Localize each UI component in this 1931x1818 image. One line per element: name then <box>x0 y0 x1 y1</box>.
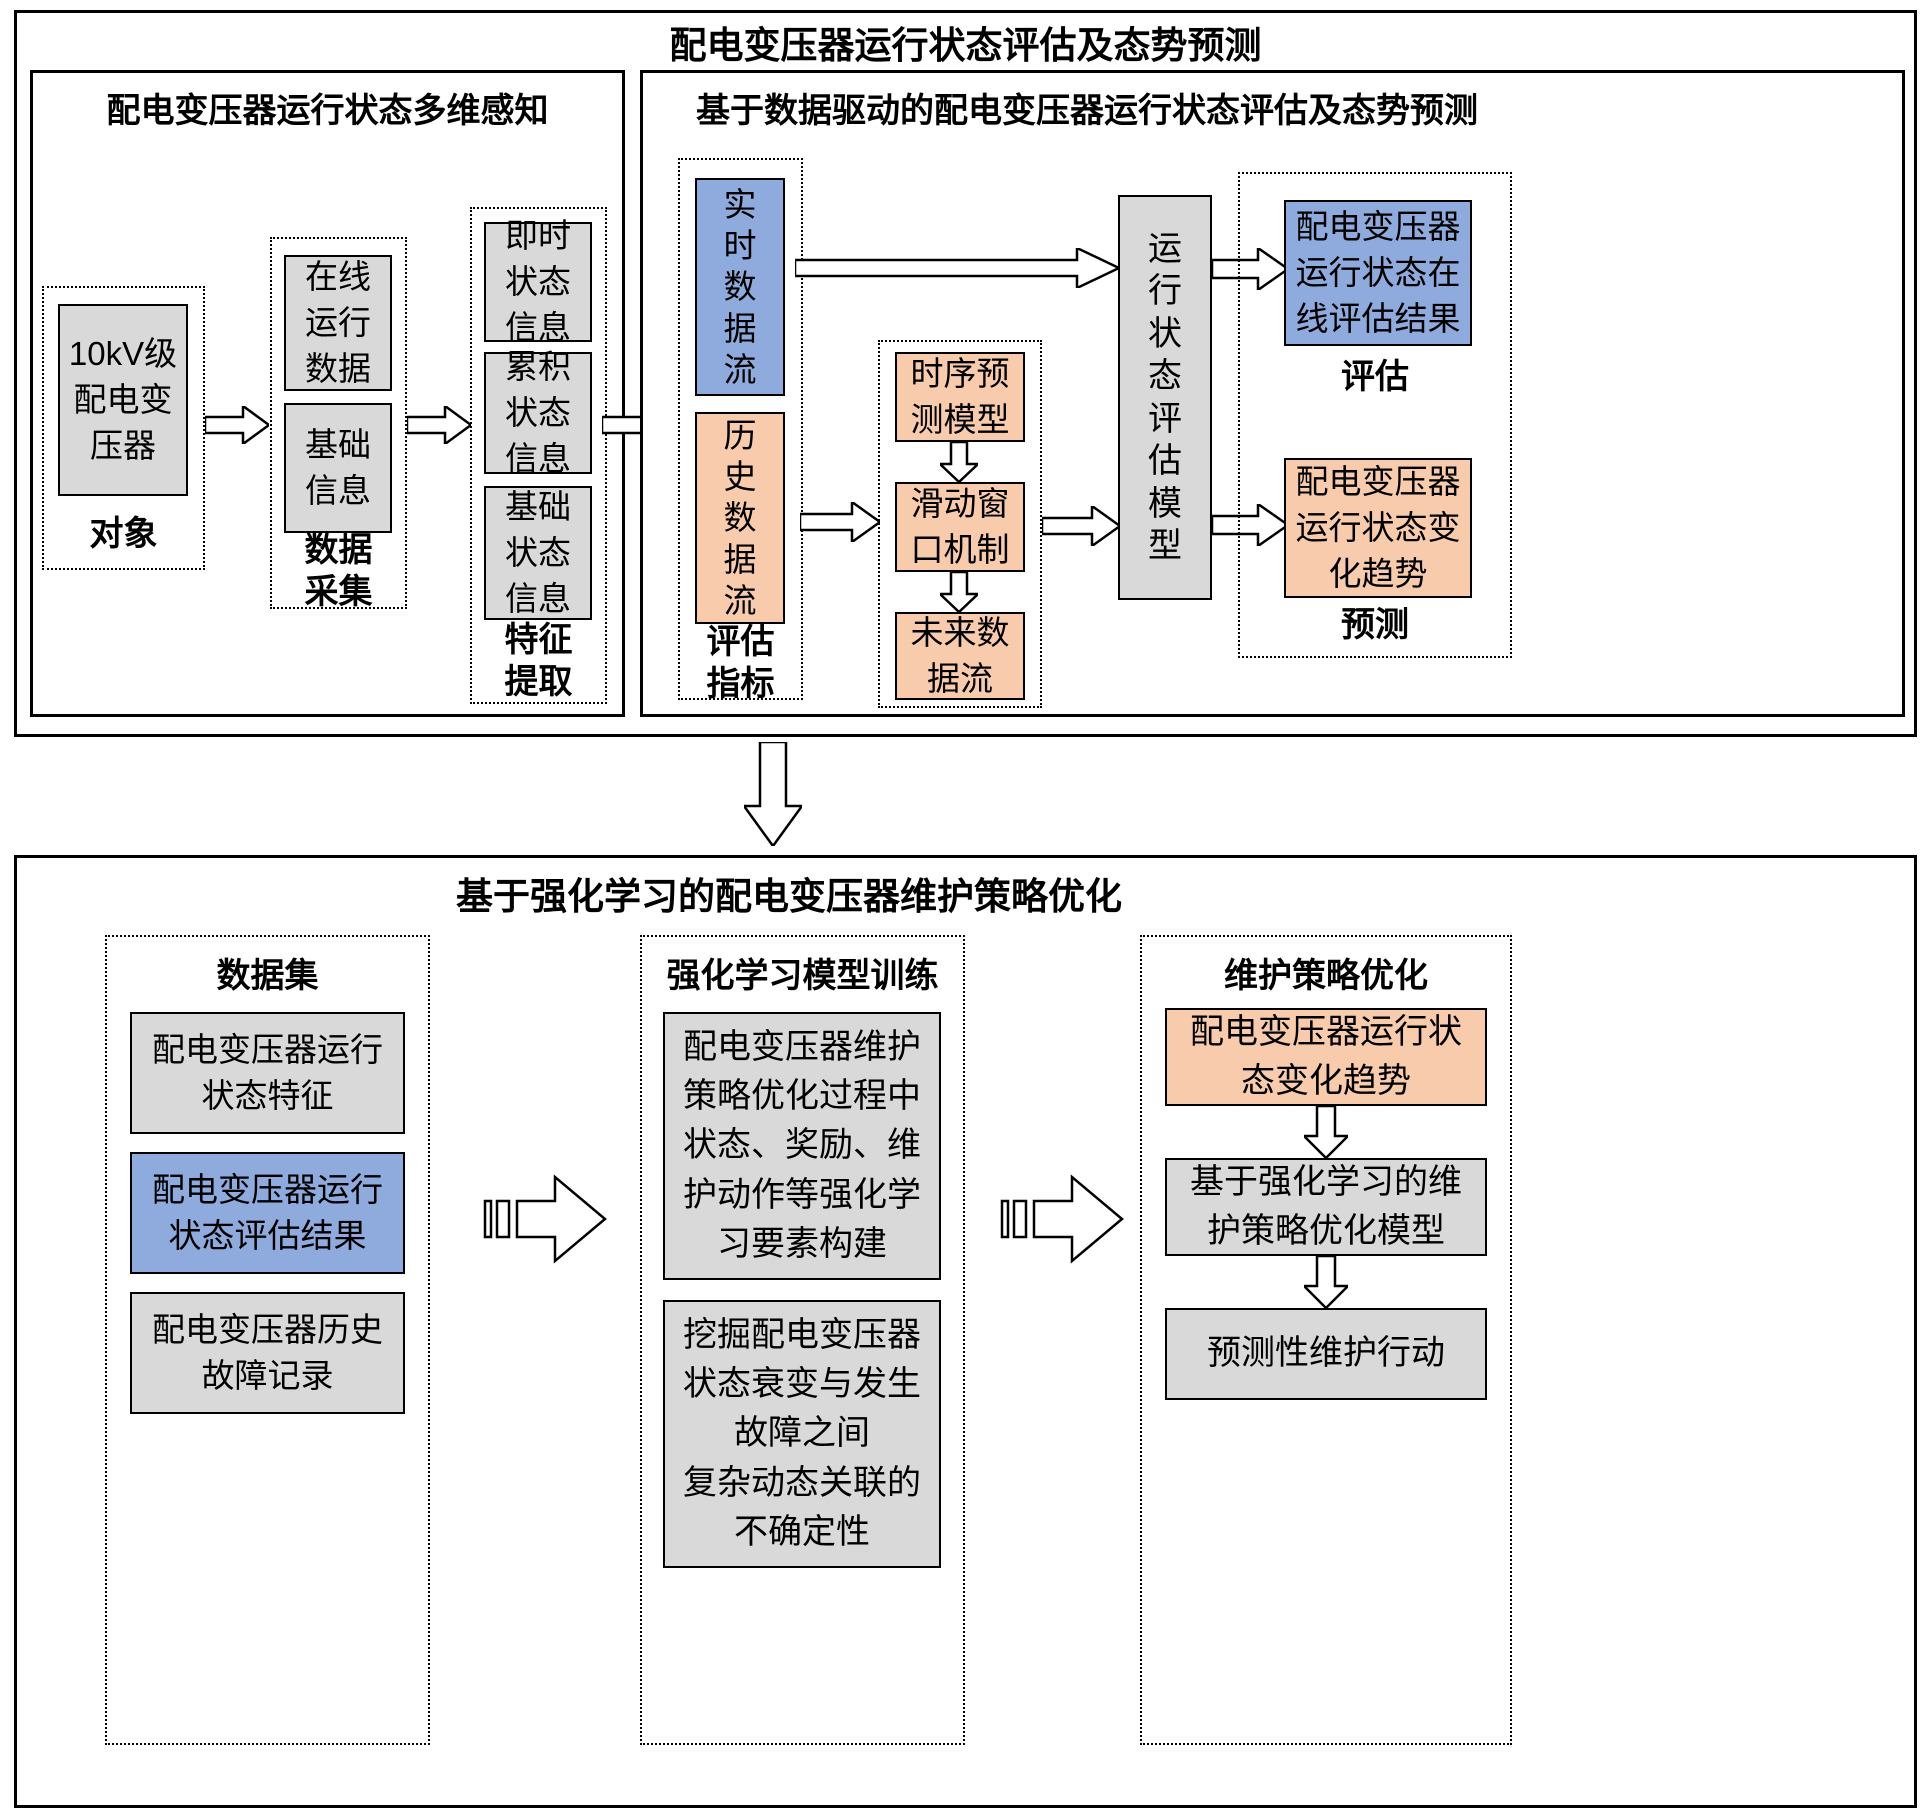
down-arrow-icon <box>1304 1256 1348 1308</box>
instant-state-box: 即时 状态 信息 <box>484 217 592 346</box>
right-arrow-icon <box>1042 506 1120 546</box>
future-data-stream-box: 未来数 据流 <box>895 612 1025 700</box>
assessment-title: 基于数据驱动的配电变压器运行状态评估及态势预测 <box>696 91 1478 130</box>
prediction-chain-group <box>878 340 1042 708</box>
down-arrow-icon <box>940 572 978 612</box>
striped-right-arrow-icon <box>1000 1174 1124 1264</box>
predictive-maintenance-action-box: 预测性维护行动 <box>1165 1308 1487 1400</box>
online-run-data-box: 在线 运行 数据 <box>284 255 392 391</box>
down-arrow-icon <box>940 442 978 482</box>
arrow-collection-to-feature <box>407 406 471 444</box>
feature-group <box>470 207 607 704</box>
bottom-section-title: 基于强化学习的配电变压器维护策略优化 <box>456 876 1122 917</box>
timeseries-model-box: 时序预 测模型 <box>895 352 1025 442</box>
right-arrow-icon <box>1212 504 1288 546</box>
basic-state-box: 基础 状态 信息 <box>484 486 592 620</box>
perception-title: 配电变压器运行状态多维感知 <box>106 91 549 130</box>
training-uncertainty-box: 挖掘配电变压器 状态衰变与发生 故障之间 复杂动态关联的 不确定性 <box>663 1300 941 1568</box>
feature-label: 特征 提取 <box>504 620 573 702</box>
arrow-training-to-optimization <box>1000 1173 1124 1265</box>
predict-label: 预测 <box>1341 605 1409 644</box>
arrow-dataset-to-training <box>483 1173 607 1265</box>
arrow-history-to-predict <box>800 502 880 542</box>
dataset-state-feature-box: 配电变压器运行 状态特征 <box>130 1012 405 1134</box>
arrow-trend-to-model <box>1304 1106 1348 1158</box>
optimization-trend-box: 配电变压器运行状 态变化趋势 <box>1165 1008 1487 1106</box>
indicator-group <box>678 158 803 700</box>
state-assessment-model-box: 运 行 状 态 评 估 模 型 <box>1118 195 1212 600</box>
top-section-title: 配电变压器运行状态评估及态势预测 <box>669 25 1262 66</box>
arrow-realtime-to-model <box>795 248 1119 288</box>
assess-label: 评估 <box>1341 357 1409 396</box>
history-data-stream-box: 历 史 数 据 流 <box>695 412 785 624</box>
down-arrow-icon <box>1304 1106 1348 1158</box>
training-group <box>640 935 965 1745</box>
assessment-frame <box>640 70 1905 717</box>
optimization-group <box>1140 935 1512 1745</box>
cumulative-state-box: 累积 状态 信息 <box>484 348 592 477</box>
dataset-assessment-result-box: 配电变压器运行 状态评估结果 <box>130 1152 405 1274</box>
right-arrow-icon <box>1212 248 1288 290</box>
object-label: 对象 <box>89 514 158 553</box>
training-title: 强化学习模型训练 <box>666 956 939 995</box>
dataset-group <box>105 935 430 1745</box>
optimization-title: 维护策略优化 <box>1224 956 1428 995</box>
object-group <box>42 286 205 570</box>
collection-group <box>270 237 407 609</box>
arrow-model-to-action <box>1304 1256 1348 1308</box>
dataset-title: 数据集 <box>216 956 319 995</box>
right-arrow-icon <box>205 406 269 444</box>
arrow-top-to-bottom-section <box>744 742 802 846</box>
right-arrow-icon <box>800 502 880 542</box>
result-group <box>1238 172 1512 658</box>
right-arrow-icon <box>795 248 1119 288</box>
state-change-trend-box: 配电变压器 运行状态变 化趋势 <box>1284 458 1472 598</box>
training-elements-box: 配电变压器维护 策略优化过程中 状态、奖励、维 护动作等强化学 习要素构建 <box>663 1012 941 1280</box>
arrow-model-to-trend <box>1212 504 1288 546</box>
optimization-model-box: 基于强化学习的维 护策略优化模型 <box>1165 1158 1487 1256</box>
big-down-arrow-icon <box>744 742 802 846</box>
arrow-sliding-to-future <box>940 572 978 612</box>
online-assessment-result-box: 配电变压器 运行状态在 线评估结果 <box>1284 200 1472 346</box>
arrow-timeseries-to-sliding <box>940 442 978 482</box>
arrow-model-to-assess-result <box>1212 248 1288 290</box>
sliding-window-box: 滑动窗 口机制 <box>895 482 1025 572</box>
basic-info-box: 基础 信息 <box>284 403 392 533</box>
right-arrow-icon <box>407 406 471 444</box>
realtime-data-stream-box: 实 时 数 据 流 <box>695 178 785 396</box>
collection-label: 数据 采集 <box>304 530 373 612</box>
indicator-label: 评估 指标 <box>706 622 775 704</box>
dataset-fault-record-box: 配电变压器历史 故障记录 <box>130 1292 405 1414</box>
arrow-sliding-to-model <box>1042 506 1120 546</box>
arrow-object-to-collection <box>205 406 269 444</box>
transformer-10kv-box: 10kV级 配电变 压器 <box>58 304 188 496</box>
striped-right-arrow-icon <box>483 1174 607 1264</box>
